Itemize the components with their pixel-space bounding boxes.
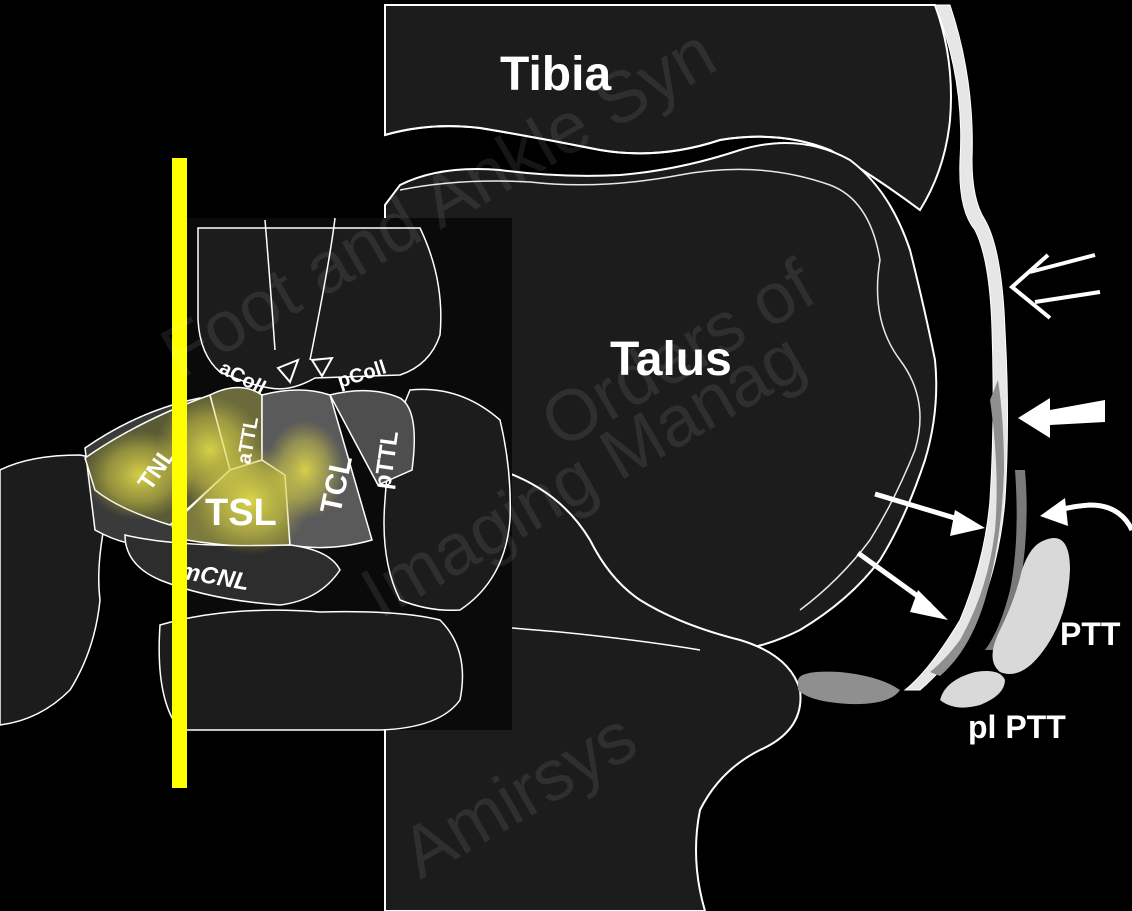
- inset-calcaneus: [159, 610, 462, 730]
- section-plane-line: [172, 158, 187, 788]
- label-tsl: TSL: [205, 492, 277, 534]
- label-ptt: PTT: [1060, 616, 1121, 652]
- label-pl-ptt: pl PTT: [968, 709, 1066, 745]
